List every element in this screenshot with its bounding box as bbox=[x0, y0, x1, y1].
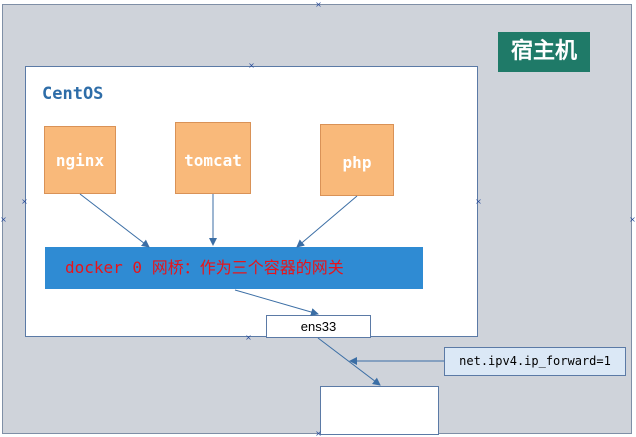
container-tomcat: tomcat bbox=[175, 122, 251, 194]
handle-left-middle: × bbox=[0, 215, 7, 224]
handle-top-center: × bbox=[315, 0, 322, 9]
container-php: php bbox=[320, 124, 394, 196]
handle-bottom-center: × bbox=[315, 429, 322, 437]
docker0-bridge: docker 0 网桥：作为三个容器的网关 bbox=[45, 247, 423, 289]
handle-centos-left: × bbox=[21, 197, 28, 206]
container-nginx-label: nginx bbox=[55, 151, 105, 170]
container-tomcat-label: tomcat bbox=[184, 151, 242, 170]
container-nginx: nginx bbox=[44, 126, 116, 194]
external-network-box bbox=[320, 386, 439, 435]
container-php-label: php bbox=[342, 153, 372, 172]
host-machine-title: 宿主机 bbox=[498, 32, 590, 72]
handle-centos-right: × bbox=[475, 197, 482, 206]
ip-forward-note: net.ipv4.ip_forward=1 bbox=[444, 347, 626, 376]
centos-label: CentOS bbox=[42, 84, 104, 104]
handle-centos-bottom: × bbox=[245, 333, 252, 342]
centos-box bbox=[25, 66, 478, 337]
handle-centos-top: × bbox=[248, 61, 255, 70]
ens33-interface: ens33 bbox=[266, 315, 371, 338]
handle-right-middle: × bbox=[629, 215, 636, 224]
